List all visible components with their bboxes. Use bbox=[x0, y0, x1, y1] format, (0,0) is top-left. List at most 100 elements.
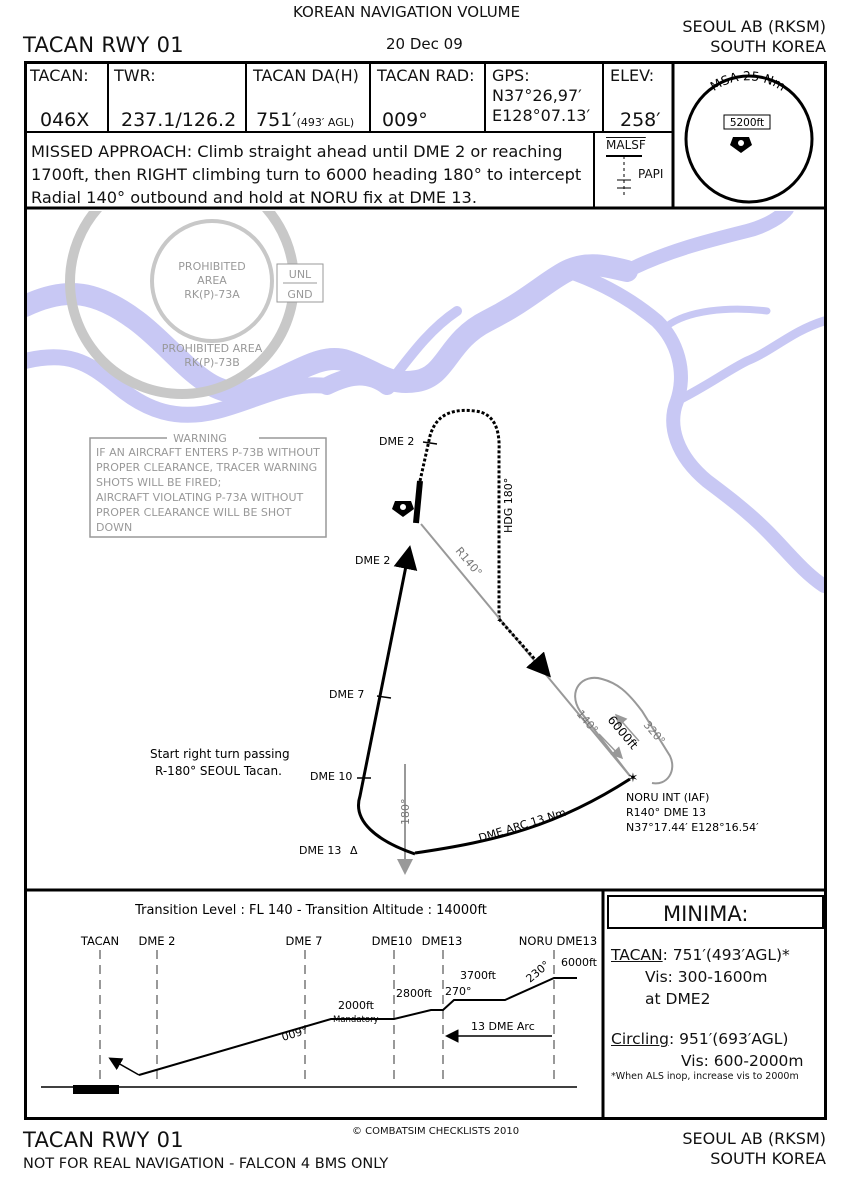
dme10-label: DME 10 bbox=[310, 770, 352, 783]
lower-limit: GND bbox=[287, 288, 312, 301]
warning-box bbox=[89, 437, 327, 538]
runway-01 bbox=[413, 480, 423, 524]
prohibited-b-line1: PROHIBITED AREA bbox=[162, 342, 263, 355]
footer-title: TACAN RWY 01 bbox=[23, 1128, 184, 1152]
fix-lines bbox=[99, 950, 555, 1085]
fix-dme13: DME13 bbox=[422, 934, 463, 948]
prohibited-b-line2: RK(P)-73B bbox=[184, 356, 240, 369]
alt-3700: 3700ft bbox=[460, 969, 497, 982]
svg-text:IF AN AIRCRAFT ENTERS P-73B WI: IF AN AIRCRAFT ENTERS P-73B WITHOUT bbox=[96, 446, 320, 459]
plan-view: PROHIBITED AREA RK(P)-73A UNL GND PROHIB… bbox=[27, 211, 824, 875]
footer-airport-block: SEOUL AB (RKSM) SOUTH KOREA bbox=[682, 1129, 826, 1169]
gps-longitude: E128°07.13′ bbox=[492, 106, 591, 125]
final-approach-course bbox=[357, 545, 418, 856]
chart-title: TACAN RWY 01 bbox=[23, 33, 184, 57]
airport-header: SEOUL AB (RKSM) SOUTH KOREA bbox=[682, 17, 826, 57]
svg-text:AIRCRAFT VIOLATING P-73A WITHO: AIRCRAFT VIOLATING P-73A WITHOUT bbox=[96, 491, 304, 504]
chart-frame bbox=[24, 61, 827, 1120]
footer-airport: SEOUL AB (RKSM) bbox=[682, 1129, 826, 1148]
minima-tacan-at: at DME2 bbox=[645, 990, 711, 1008]
da-agl: (493′ AGL) bbox=[296, 116, 355, 129]
approach-lighting-label: MALSF bbox=[606, 138, 646, 152]
airport-country: SOUTH KOREA bbox=[710, 37, 826, 56]
descent-continuation bbox=[108, 1057, 140, 1076]
dme13-label: DME 13 bbox=[299, 844, 341, 857]
svg-text:DOWN: DOWN bbox=[96, 521, 132, 534]
tacan-channel: 046X bbox=[40, 109, 90, 131]
prohibited-a-line2: AREA bbox=[197, 274, 227, 287]
missed-approach-path bbox=[418, 408, 501, 621]
alt-6000: 6000ft bbox=[561, 956, 598, 969]
warning-title: WARNING bbox=[173, 432, 227, 445]
transition-info: Transition Level : FL 140 - Transition A… bbox=[134, 903, 487, 918]
lighting-symbol bbox=[606, 155, 642, 198]
chart-volume: KOREAN NAVIGATION VOLUME bbox=[293, 3, 521, 21]
dme7-tick bbox=[376, 695, 392, 699]
upper-limit: UNL bbox=[289, 268, 312, 281]
msa-diagram: MSA 25 Nm 5200ft bbox=[684, 68, 814, 204]
course-270: 270° bbox=[445, 985, 472, 998]
turn-note-line2: R-180° SEOUL Tacan. bbox=[155, 764, 282, 778]
hold-outbound-course: 320° bbox=[641, 719, 668, 748]
alt-2000-mandatory: Mandatory bbox=[333, 1015, 379, 1025]
holding-pattern bbox=[574, 676, 674, 785]
hdg180-label: HDG 180° bbox=[502, 478, 515, 533]
river bbox=[27, 211, 824, 593]
dme2-final-tick bbox=[400, 562, 416, 566]
fix-dme2: DME 2 bbox=[138, 934, 175, 948]
tacan-label: TACAN: bbox=[30, 66, 89, 85]
rad-label: TACAN RAD: bbox=[377, 66, 475, 85]
minima-tacan-vis: Vis: 300-1600m bbox=[645, 968, 768, 986]
dme-arc-13 bbox=[414, 777, 631, 855]
descent-path bbox=[138, 977, 577, 1076]
dme2-missed-label: DME 2 bbox=[379, 435, 414, 448]
footer-copyright: © COMBATSIM CHECKLISTS 2010 bbox=[352, 1126, 520, 1137]
alt-2800: 2800ft bbox=[396, 987, 433, 1000]
elev-label: ELEV: bbox=[610, 66, 655, 85]
minima-tacan: TACAN: 751′(493′AGL)* Vis: 300-1600m at … bbox=[611, 944, 790, 1010]
msa-alt-box bbox=[723, 114, 771, 130]
minima-circ-label: Circling bbox=[611, 1030, 669, 1048]
minima-circ-value: : 951′(693′AGL) bbox=[668, 1030, 789, 1048]
hold-inbound-arrow bbox=[598, 733, 624, 760]
noru-label-line3: N37°17.44′ E128°16.54′ bbox=[626, 821, 759, 834]
svg-text:PROPER CLEARANCE, TRACER WARNI: PROPER CLEARANCE, TRACER WARNING bbox=[96, 461, 317, 474]
minima-title-box bbox=[607, 895, 824, 929]
da-label: TACAN DA(H) bbox=[253, 66, 359, 85]
turn-note-line1: Start right turn passing bbox=[150, 747, 290, 761]
minima-note: *When ALS inop, increase vis to 2000m bbox=[611, 1071, 799, 1082]
minima-title: MINIMA: bbox=[663, 902, 749, 926]
noru-label-line1: NORU INT (IAF) bbox=[626, 791, 709, 804]
tacan-station-icon bbox=[730, 137, 752, 153]
profile-view: Transition Level : FL 140 - Transition A… bbox=[41, 903, 598, 1094]
prohibited-a-line3: RK(P)-73A bbox=[184, 288, 240, 301]
elev-value: 258′ bbox=[620, 109, 661, 131]
missed-intercept bbox=[497, 618, 551, 678]
alt-2000: 2000ft bbox=[338, 999, 375, 1012]
fix-tacan: TACAN bbox=[80, 934, 119, 948]
svg-text:PROPER CLEARANCE WILL BE SHOT: PROPER CLEARANCE WILL BE SHOT bbox=[96, 506, 292, 519]
footer-country: SOUTH KOREA bbox=[710, 1149, 826, 1168]
minima-circ-vis: Vis: 600-2000m bbox=[681, 1052, 804, 1070]
gps-label: GPS: bbox=[492, 66, 530, 85]
svg-text:SHOTS WILL BE FIRED;: SHOTS WILL BE FIRED; bbox=[96, 476, 221, 489]
twr-frequencies: 237.1/126.2 bbox=[121, 109, 237, 131]
twr-label: TWR: bbox=[114, 66, 156, 85]
r140-label: R140° bbox=[453, 545, 485, 580]
papi-label: PAPI bbox=[638, 167, 664, 181]
missed-approach-text: MISSED APPROACH: Climb straight ahead un… bbox=[31, 142, 582, 207]
fix-dme10: DME10 bbox=[372, 934, 413, 948]
rad-value: 009° bbox=[382, 109, 428, 131]
fix-noru: NORU DME13 bbox=[519, 934, 597, 948]
radial180-label: 180° bbox=[399, 799, 412, 826]
minima-circling: Circling: 951′(693′AGL) Vis: 600-2000m bbox=[611, 1028, 804, 1072]
minima-tacan-label: TACAN bbox=[611, 946, 663, 964]
prohibited-a-line1: PROHIBITED bbox=[178, 260, 245, 273]
minima-tacan-value: : 751′(493′AGL)* bbox=[662, 946, 790, 964]
dme2-missed-tick bbox=[422, 441, 438, 445]
noru-fix-symbol: ✶ bbox=[628, 771, 639, 786]
chart-date: 20 Dec 09 bbox=[386, 35, 463, 53]
fix-dme7: DME 7 bbox=[285, 934, 322, 948]
dme-arc-label: DME ARC 13 Nm bbox=[477, 806, 567, 845]
